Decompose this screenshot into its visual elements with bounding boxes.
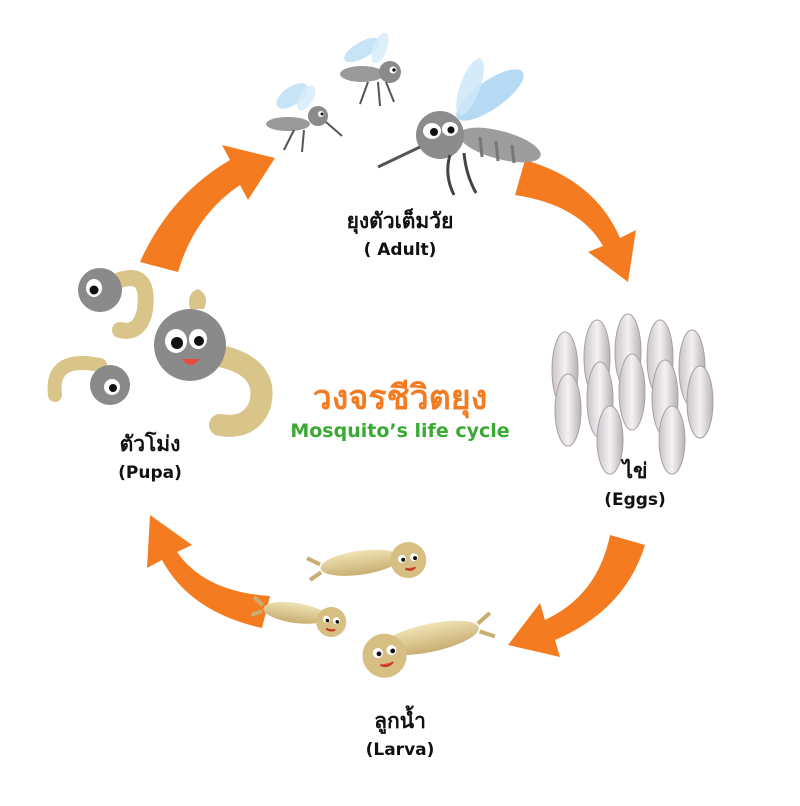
egg-shape (596, 405, 624, 475)
arrow-eggs-to-larva (508, 535, 645, 657)
egg-shape (658, 405, 686, 475)
eggs-illustration (551, 313, 714, 475)
stage-label-eggs: ไข่ (Eggs) (560, 455, 710, 510)
pupa-illustration (47, 268, 273, 437)
arrow-larva-to-pupa (147, 515, 270, 628)
stage-english-label: (Larva) (365, 740, 435, 760)
stage-english-label: (Eggs) (604, 490, 666, 510)
title-english: Mosquito’s life cycle (290, 420, 510, 442)
title-thai: วงจรชีวิตยุง (312, 378, 488, 418)
stage-thai-label: ยุงตัวเต็มวัย (346, 209, 454, 233)
stage-label-adult: ยุงตัวเต็มวัย ( Adult) (300, 205, 500, 260)
arrow-pupa-to-adult (140, 145, 275, 272)
arrow-adult-to-eggs (515, 160, 636, 282)
larva-illustration (250, 542, 496, 678)
stage-english-label: (Pupa) (118, 463, 182, 483)
stage-thai-label: ตัวโม่ง (119, 432, 181, 456)
egg-shape (554, 373, 582, 447)
stage-label-larva: ลูกน้ำ (Larva) (300, 705, 500, 760)
stage-english-label: ( Adult) (363, 240, 437, 260)
stage-thai-label: ไข่ (622, 459, 648, 483)
stage-thai-label: ลูกน้ำ (374, 709, 426, 733)
stage-label-pupa: ตัวโม่ง (Pupa) (75, 428, 225, 483)
adult-mosquito-illustration (266, 32, 541, 196)
egg-shape (618, 353, 646, 431)
egg-shape (686, 365, 714, 439)
